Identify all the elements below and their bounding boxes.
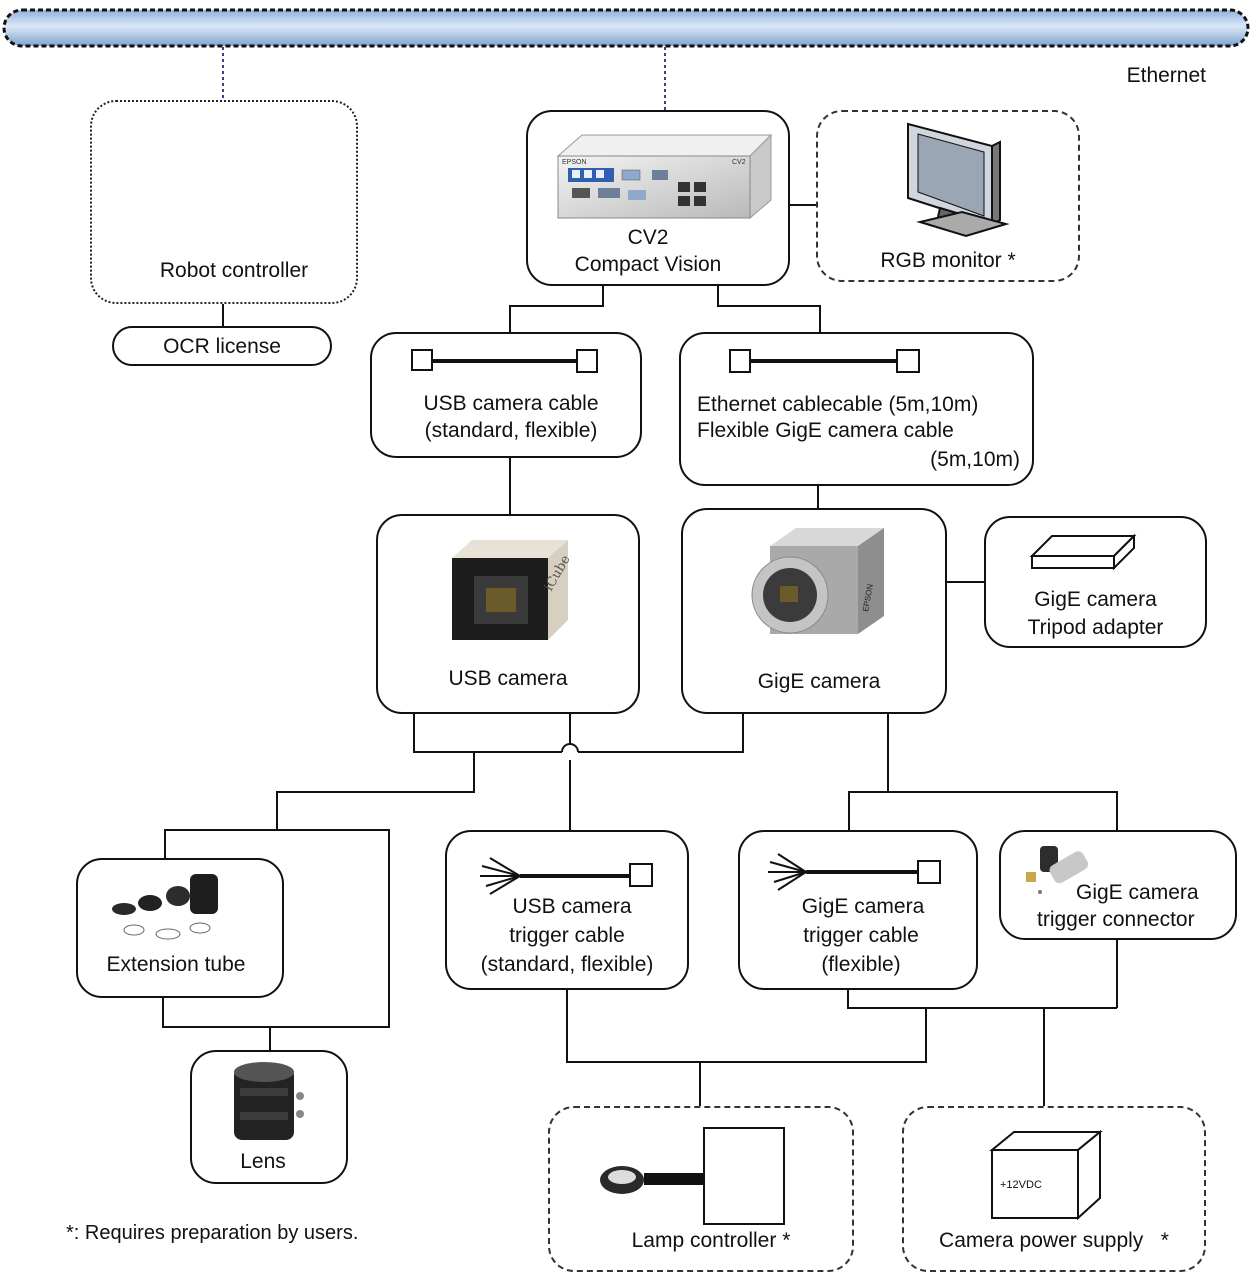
- cv2-box: [526, 110, 790, 286]
- rgb-monitor-illustration: [907, 122, 1010, 238]
- robot-controller-label: Robot controller: [159, 259, 309, 282]
- usb-cable-label-1: USB camera cable: [423, 392, 599, 415]
- usb-trigger-cable-label-1: USB camera: [512, 895, 632, 918]
- robot-controller-box: [90, 100, 358, 304]
- ethernet-bus: [2, 8, 1250, 110]
- tripod-adapter-icon: [1029, 533, 1137, 571]
- tripod-adapter-label-1: GigE camera: [1034, 588, 1157, 611]
- extension-tube-label: Extension tube: [106, 953, 246, 976]
- gige-trigger-cable-label-3: (flexible): [821, 953, 901, 976]
- ethernet-cable-box: [679, 332, 1034, 486]
- power-supply-box: [902, 1106, 1206, 1272]
- gige-trigger-connector-box: [999, 830, 1237, 940]
- extension-tube-illustration: [112, 874, 218, 940]
- usb-cable-label-2: (standard, flexible): [424, 419, 598, 442]
- power-supply-label: Camera power supply *: [939, 1229, 1169, 1252]
- lens-label: Lens: [240, 1150, 286, 1173]
- connection-lines: [162, 204, 1118, 1106]
- ethernet-cable-label-1: Ethernet cablecable (5m,10m): [697, 393, 979, 416]
- usb-camera-label: USB camera: [448, 667, 568, 690]
- ethernet-label: Ethernet: [1126, 64, 1206, 87]
- gige-trigger-cable-label-2: trigger cable: [803, 924, 919, 947]
- cv2-title: CV2: [627, 226, 669, 249]
- usb-cable-icon: [411, 349, 598, 373]
- ethernet-cable-icon: [729, 349, 920, 373]
- usb-trigger-cable-box: [445, 830, 689, 990]
- lamp-controller-box: [548, 1106, 854, 1272]
- power-supply-rating-text: +12VDC: [1000, 1179, 1042, 1191]
- lamp-controller-label: Lamp controller *: [631, 1229, 791, 1252]
- gige-connector-label-2: trigger connector: [1037, 908, 1195, 931]
- footnote: *: Requires preparation by users.: [66, 1222, 359, 1244]
- rgb-monitor-box: [816, 110, 1080, 282]
- gige-camera-label: GigE camera: [757, 670, 881, 693]
- cv2-subtitle: Compact Vision: [574, 253, 722, 276]
- gige-trigger-cable-icon: [768, 853, 941, 891]
- tripod-adapter-box: [984, 516, 1207, 648]
- gige-camera-box: [681, 508, 947, 714]
- tripod-adapter-label-2: Tripod adapter: [1027, 616, 1164, 639]
- cv2-brand-text: EPSON: [562, 159, 587, 166]
- gige-connector-label-1: GigE camera: [1076, 881, 1199, 904]
- usb-trigger-cable-icon: [480, 857, 653, 895]
- usb-trigger-cable-label-2: trigger cable: [509, 924, 625, 947]
- gige-trigger-cable-box: [738, 830, 978, 990]
- cv2-unit-illustration: EPSON CV2: [556, 133, 773, 220]
- lamp-controller-illustration: [600, 1127, 785, 1225]
- usb-cable-box: [370, 332, 642, 458]
- gige-trigger-connector-illustration: [1026, 846, 1089, 894]
- ethernet-cable-label-3: (5m,10m): [930, 448, 1020, 471]
- lens-box: [190, 1050, 348, 1184]
- gige-camera-illustration: EPSON: [751, 528, 884, 634]
- ethernet-cable-label-2: Flexible GigE camera cable: [697, 419, 954, 442]
- cv2-model-text: CV2: [732, 159, 746, 166]
- ocr-license-box: [112, 326, 332, 366]
- extension-tube-box: [76, 858, 284, 998]
- usb-camera-illustration: iCube: [452, 540, 574, 640]
- power-supply-illustration: +12VDC: [989, 1129, 1103, 1221]
- ocr-license-label: OCR license: [163, 335, 281, 358]
- usb-camera-box: [376, 514, 640, 714]
- gige-trigger-cable-label-1: GigE camera: [801, 895, 925, 918]
- lens-illustration: [234, 1062, 304, 1140]
- usb-trigger-cable-label-3: (standard, flexible): [480, 953, 654, 976]
- rgb-monitor-label: RGB monitor *: [880, 249, 1016, 272]
